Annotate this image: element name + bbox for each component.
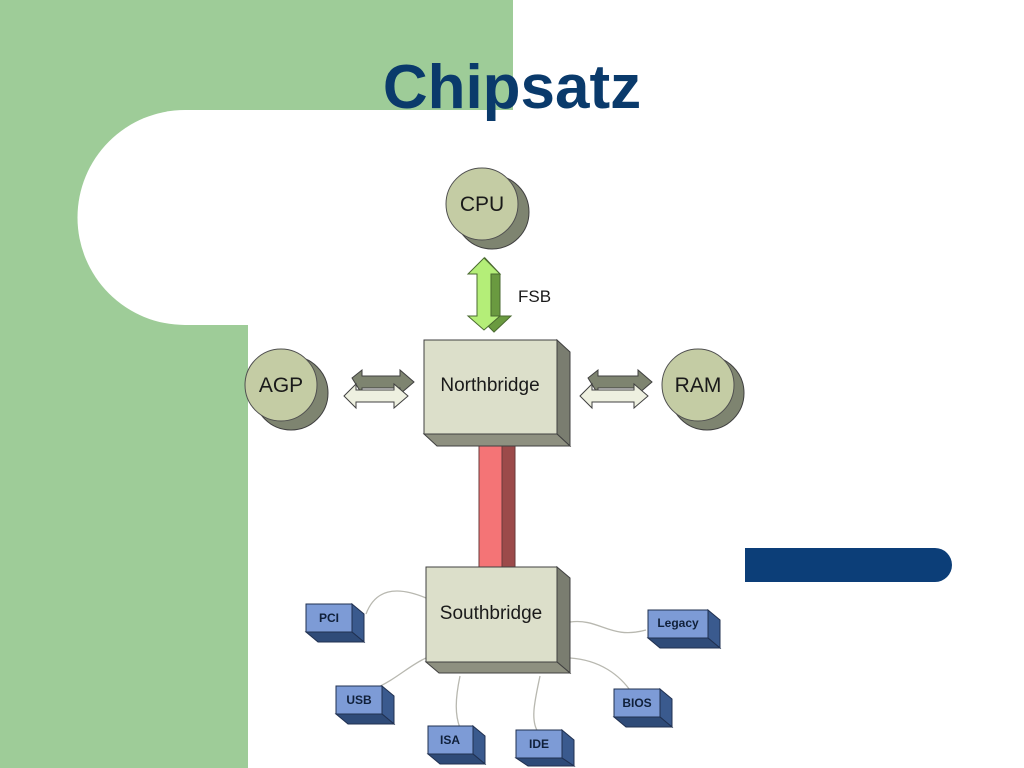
agp-node [244, 348, 329, 431]
cpu-label: CPU [460, 193, 504, 216]
connector-usb [375, 657, 427, 689]
ram-label: RAM [675, 374, 722, 397]
slide-title: Chipsatz [382, 53, 642, 122]
port-usb [334, 684, 396, 726]
white-rounded-cutout [77, 110, 513, 325]
bios-label: BIOS [622, 696, 651, 710]
pci-label: PCI [319, 611, 339, 625]
accent-bar [745, 548, 952, 582]
ide-label: IDE [529, 737, 549, 751]
port-pci [304, 602, 366, 644]
connector-bios [569, 657, 633, 694]
hub-link [478, 430, 516, 569]
cpu-node [445, 167, 530, 250]
port-isa [426, 724, 487, 766]
connector-ide [533, 675, 541, 733]
fsb-label: FSB [518, 287, 551, 306]
isa-label: ISA [440, 733, 460, 747]
ram-link-arrow [579, 368, 653, 410]
fsb-arrow [466, 256, 513, 333]
connector-pci [365, 590, 427, 615]
legacy-label: Legacy [657, 616, 699, 630]
southbridge-node [424, 565, 572, 675]
northbridge-label: Northbridge [440, 375, 539, 396]
usb-label: USB [346, 693, 372, 707]
southbridge-label: Southbridge [440, 603, 542, 624]
connector-isa [455, 675, 461, 729]
ram-node [661, 348, 745, 431]
agp-link-arrow [343, 368, 415, 410]
port-ide [514, 728, 576, 767]
connector-legacy [569, 620, 647, 634]
port-legacy [646, 608, 722, 650]
port-bios [612, 687, 674, 729]
agp-label: AGP [259, 374, 303, 397]
northbridge-node [422, 338, 572, 448]
